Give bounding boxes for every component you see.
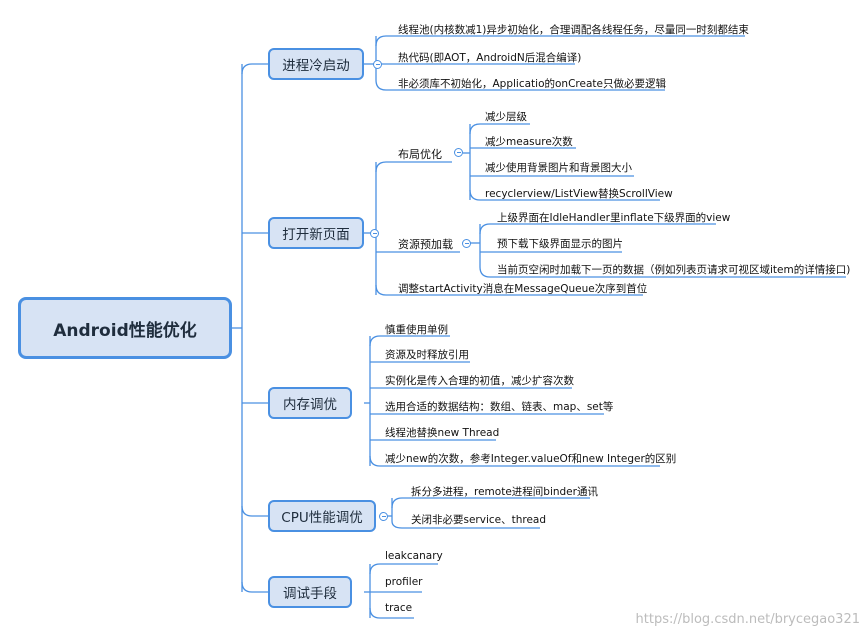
collapse-toggle-open-page[interactable] (370, 229, 379, 238)
subnode-layout[interactable]: 布局优化 (398, 148, 442, 161)
collapse-toggle-cold-start[interactable] (373, 60, 382, 69)
leaf-cpu-1[interactable]: 拆分多进程，remote进程间binder通讯 (411, 486, 598, 498)
leaf-memory-1[interactable]: 慎重使用单例 (385, 324, 448, 336)
branch-cold-start-label: 进程冷启动 (282, 58, 350, 74)
leaf-debug-2[interactable]: profiler (385, 576, 423, 588)
branch-cold-start[interactable]: 进程冷启动 (268, 48, 364, 80)
leaf-preload-1[interactable]: 上级界面在IdleHandler里inflate下级界面的view (497, 212, 731, 224)
leaf-memory-2[interactable]: 资源及时释放引用 (385, 349, 469, 361)
leaf-memory-5[interactable]: 线程池替换new Thread (385, 427, 500, 439)
leaf-layout-1[interactable]: 减少层级 (485, 111, 527, 123)
root-label: Android性能优化 (53, 320, 197, 341)
collapse-toggle-layout[interactable] (454, 148, 463, 157)
watermark: https://blog.csdn.net/brycegao321 (635, 612, 860, 627)
branch-memory[interactable]: 内存调优 (268, 387, 352, 419)
leaf-open-page-extra[interactable]: 调整startActivity消息在MessageQueue次序到首位 (398, 283, 648, 295)
leaf-layout-4[interactable]: recyclerview/ListView替换ScrollView (485, 188, 673, 200)
branch-debug-label: 调试手段 (283, 586, 337, 602)
branch-open-page[interactable]: 打开新页面 (268, 217, 364, 249)
leaf-cold-start-3[interactable]: 非必须库不初始化，Applicatio的onCreate只做必要逻辑 (398, 78, 666, 90)
leaf-layout-2[interactable]: 减少measure次数 (485, 136, 573, 148)
branch-memory-label: 内存调优 (283, 397, 337, 413)
leaf-preload-2[interactable]: 预下载下级界面显示的图片 (497, 238, 623, 250)
branch-cpu-label: CPU性能调优 (281, 510, 363, 526)
leaf-cold-start-2[interactable]: 热代码(即AOT，AndroidN后混合编译) (398, 52, 582, 64)
leaf-cpu-2[interactable]: 关闭非必要service、thread (411, 514, 547, 526)
leaf-memory-3[interactable]: 实例化是传入合理的初值，减少扩容次数 (385, 375, 574, 387)
leaf-memory-4[interactable]: 选用合适的数据结构：数组、链表、map、set等 (385, 401, 614, 413)
leaf-memory-6[interactable]: 减少new的次数，参考Integer.valueOf和new Integer的区… (385, 453, 677, 465)
branch-cpu[interactable]: CPU性能调优 (268, 500, 376, 532)
root-node[interactable]: Android性能优化 (18, 297, 232, 359)
collapse-toggle-preload[interactable] (462, 239, 471, 248)
leaf-debug-3[interactable]: trace (385, 602, 413, 614)
branch-open-page-label: 打开新页面 (282, 227, 350, 243)
subnode-preload[interactable]: 资源预加载 (398, 238, 453, 251)
collapse-toggle-cpu[interactable] (379, 512, 388, 521)
branch-debug[interactable]: 调试手段 (268, 576, 352, 608)
leaf-debug-1[interactable]: leakcanary (385, 550, 443, 562)
leaf-cold-start-1[interactable]: 线程池(内核数减1)异步初始化，合理调配各线程任务，尽量同一时刻都结束 (398, 24, 749, 36)
leaf-layout-3[interactable]: 减少使用背景图片和背景图大小 (485, 162, 632, 174)
leaf-preload-3[interactable]: 当前页空闲时加载下一页的数据（例如列表页请求可视区域item的详情接口) (497, 264, 851, 276)
